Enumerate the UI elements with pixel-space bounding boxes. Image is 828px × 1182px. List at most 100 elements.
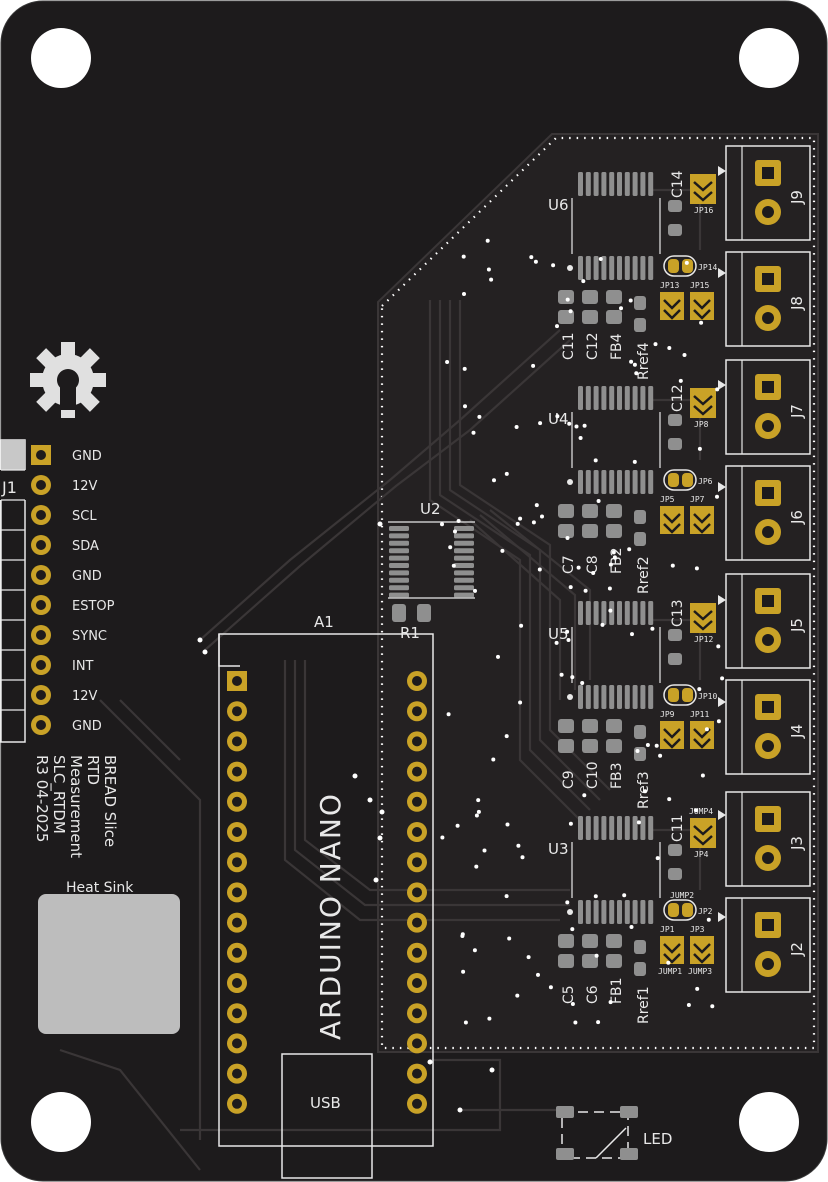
- ic-u2: U2: [388, 500, 475, 599]
- connector-j1-pin-label: ESTOP: [72, 599, 115, 614]
- arduino-pin: [407, 973, 427, 993]
- connector-j1-pin: GND: [1, 559, 102, 585]
- mounting-holes: [31, 28, 799, 1152]
- vias: [197, 238, 725, 1113]
- cap-ref: C8: [585, 555, 601, 574]
- terminal-block: J3: [725, 791, 811, 887]
- jumper-ref: JP15: [690, 281, 709, 290]
- cap-ref: C7: [561, 555, 577, 574]
- jumper-ref: JP4: [694, 850, 709, 859]
- mounting-hole-bottom-left: [31, 1092, 91, 1152]
- usb-port: [281, 1053, 373, 1179]
- rref-ref: Rref2: [636, 556, 652, 594]
- arduino-pin: [227, 1003, 247, 1024]
- jumper-ref: JP1: [660, 925, 675, 934]
- jumper-ref: JP8: [694, 420, 709, 429]
- arduino-pin: [227, 731, 247, 752]
- board-info-line: R3 04-2025: [33, 755, 51, 842]
- connector-j1-pin: ESTOP: [1, 589, 115, 615]
- connector-j1-pin: 12V: [1, 469, 98, 495]
- solder-jumper-ref: JP2: [698, 907, 713, 916]
- jumper-ref: JP5: [660, 495, 675, 504]
- arduino-pin: [407, 1003, 427, 1024]
- connector-j1-pin: GND: [1, 709, 102, 735]
- ic-ref: U3: [548, 840, 569, 858]
- connector-j1-ref: J1: [1, 478, 17, 497]
- connector-j1-pin: SCL: [1, 499, 97, 525]
- cap-ref: C11: [561, 332, 577, 360]
- board-info-line: Measurement: [67, 755, 85, 858]
- cap-main-ref: C13: [670, 599, 686, 627]
- arduino-pin: [407, 882, 427, 903]
- arduino-pin: [227, 671, 247, 691]
- connector-j1-pin: INT: [1, 649, 94, 675]
- connector-j1-pin-label: 12V: [72, 689, 98, 704]
- arduino-pin: [227, 882, 247, 903]
- rref-ref: Rref4: [636, 342, 652, 380]
- board-info-line: BREAD Slice: [101, 755, 119, 847]
- arduino-pin: [227, 852, 247, 873]
- connector-j1-pin: 12V: [1, 679, 98, 705]
- arduino-pin: [407, 1093, 427, 1114]
- terminal-ref: J9: [788, 190, 806, 205]
- heat-sink: Heat Sink: [38, 880, 180, 1034]
- arduino-pin: [227, 1093, 247, 1114]
- ferrite-ref: FB1: [609, 977, 625, 1004]
- terminal-ref: J5: [788, 618, 806, 633]
- usb-label: USB: [310, 1094, 341, 1112]
- ferrite-ref: FB3: [609, 762, 625, 789]
- connector-j1-pin-label: GND: [72, 449, 102, 464]
- traces: [59, 188, 702, 1171]
- ferrite-ref: FB4: [609, 333, 625, 360]
- arduino-pin: [227, 1033, 247, 1054]
- arduino-pin: [227, 701, 247, 722]
- arduino-pin: [407, 1063, 427, 1084]
- connector-j1: J1 GND 12V SCL SDA GND ESTOP SYNC INT 12V GND: [0, 439, 115, 743]
- connector-j1-pin-label: INT: [72, 659, 94, 674]
- connector-j1-pin-label: GND: [72, 569, 102, 584]
- terminal-block: J2: [725, 897, 811, 993]
- terminal-ref: J6: [788, 510, 806, 525]
- terminal-block: J6: [725, 465, 811, 561]
- arduino-pin: [407, 822, 427, 842]
- jumper-ref: JP11: [690, 710, 709, 719]
- led-label: LED: [643, 1130, 672, 1148]
- via-stitch-border: [380, 136, 816, 1050]
- terminal-ref: J2: [788, 942, 806, 957]
- connector-j1-pin: GND: [31, 445, 102, 465]
- heat-sink-label: Heat Sink: [66, 880, 134, 896]
- cap-main-ref: C12: [670, 384, 686, 412]
- connector-j1-pin1-marker: [1, 440, 25, 470]
- cap-ref: C10: [585, 761, 601, 789]
- board-info-line: RTD: [84, 755, 102, 785]
- arduino-pin: [407, 912, 427, 933]
- cap-main-ref: C11: [670, 814, 686, 842]
- cap-ref: C6: [585, 985, 601, 1004]
- arduino-pin: [227, 942, 247, 963]
- led: LED: [556, 1106, 672, 1160]
- arduino-pin: [407, 791, 427, 812]
- connector-j1-pin-label: GND: [72, 719, 102, 734]
- jumper-ref: JP9: [660, 710, 675, 719]
- solder-jumper-alt-ref: JUMP2: [670, 891, 694, 900]
- terminal-ref: J3: [788, 836, 806, 851]
- connector-j1-pin-label: SCL: [72, 509, 97, 524]
- arduino-pin: [407, 671, 427, 691]
- connector-j1-pin: SDA: [1, 529, 99, 555]
- cap-main-ref: C14: [670, 170, 686, 198]
- jumper-ref: JP16: [694, 206, 713, 215]
- mounting-hole-top-left: [31, 28, 91, 88]
- rtd-channel: U5C13JP12JP10JP9JP11C9C10FB3Rref3J5J4: [548, 573, 811, 809]
- jumper-alt-ref: JUMP1: [658, 967, 682, 976]
- u2-ref: U2: [420, 500, 441, 518]
- arduino-pin: [227, 973, 247, 993]
- connector-j1-pin-label: SYNC: [72, 629, 107, 644]
- jumper-alt-ref: JUMP4: [689, 807, 713, 816]
- terminal-block: J5: [725, 573, 811, 669]
- arduino-pin: [227, 761, 247, 782]
- ic-ref: U4: [548, 410, 569, 428]
